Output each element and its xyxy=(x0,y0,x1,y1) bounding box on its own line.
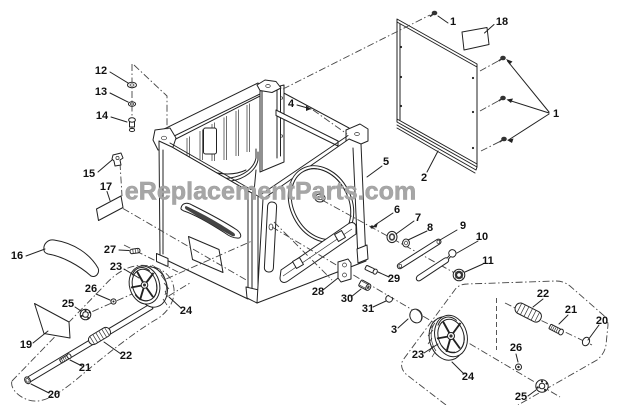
svg-text:eReplacementParts.com: eReplacementParts.com xyxy=(125,178,417,206)
svg-text:15: 15 xyxy=(83,168,95,180)
svg-text:17: 17 xyxy=(100,181,112,193)
svg-text:14: 14 xyxy=(96,110,109,122)
svg-text:13: 13 xyxy=(95,86,107,98)
svg-text:26: 26 xyxy=(85,283,97,295)
svg-text:29: 29 xyxy=(388,273,400,285)
svg-text:1: 1 xyxy=(553,108,559,120)
svg-text:28: 28 xyxy=(312,286,324,298)
svg-text:20: 20 xyxy=(596,315,608,327)
svg-text:30: 30 xyxy=(341,293,353,305)
svg-text:24: 24 xyxy=(180,305,193,317)
svg-text:26: 26 xyxy=(510,342,522,354)
svg-text:25: 25 xyxy=(62,298,74,310)
svg-text:27: 27 xyxy=(104,244,116,256)
svg-text:8: 8 xyxy=(427,222,433,234)
svg-text:3: 3 xyxy=(391,324,397,336)
svg-text:4: 4 xyxy=(288,98,295,110)
svg-text:19: 19 xyxy=(20,339,32,351)
svg-text:6: 6 xyxy=(394,204,400,216)
svg-text:7: 7 xyxy=(415,212,421,224)
svg-text:12: 12 xyxy=(95,65,107,77)
svg-text:11: 11 xyxy=(482,255,494,267)
svg-text:5: 5 xyxy=(383,156,389,168)
svg-text:23: 23 xyxy=(110,261,122,273)
svg-text:21: 21 xyxy=(79,362,91,374)
svg-text:2: 2 xyxy=(421,172,427,184)
svg-text:18: 18 xyxy=(496,16,508,28)
svg-text:9: 9 xyxy=(460,220,466,232)
svg-text:24: 24 xyxy=(462,371,475,383)
svg-text:22: 22 xyxy=(120,350,132,362)
svg-text:10: 10 xyxy=(476,231,488,243)
svg-text:31: 31 xyxy=(362,303,374,315)
svg-text:1: 1 xyxy=(450,16,456,28)
svg-text:21: 21 xyxy=(565,304,577,316)
svg-text:25: 25 xyxy=(515,391,527,403)
svg-text:22: 22 xyxy=(537,288,549,300)
svg-text:20: 20 xyxy=(48,389,60,401)
svg-text:16: 16 xyxy=(11,250,23,262)
svg-text:23: 23 xyxy=(412,349,424,361)
